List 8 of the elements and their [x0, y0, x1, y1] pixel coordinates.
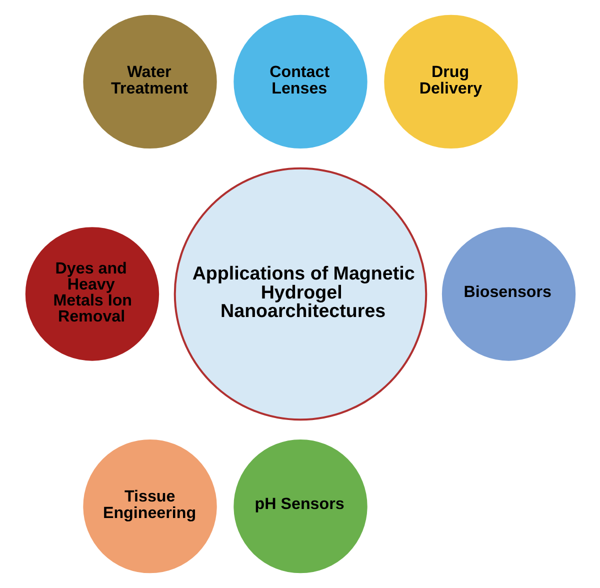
node-circle: pH Sensors: [231, 437, 369, 576]
node-circle: Applications of Magnetic Hydrogel Nanoarchitectures: [173, 167, 427, 421]
node-circle: Drug Delivery: [382, 12, 520, 151]
node-circle: Tissue Engineering: [80, 437, 218, 576]
node-circle: Contact Lenses: [231, 12, 369, 151]
node-circle: Dyes and Heavy Metals Ion Removal: [22, 225, 161, 363]
node-circle: Biosensors: [439, 225, 578, 363]
node-circle: Water Treatment: [80, 12, 218, 151]
